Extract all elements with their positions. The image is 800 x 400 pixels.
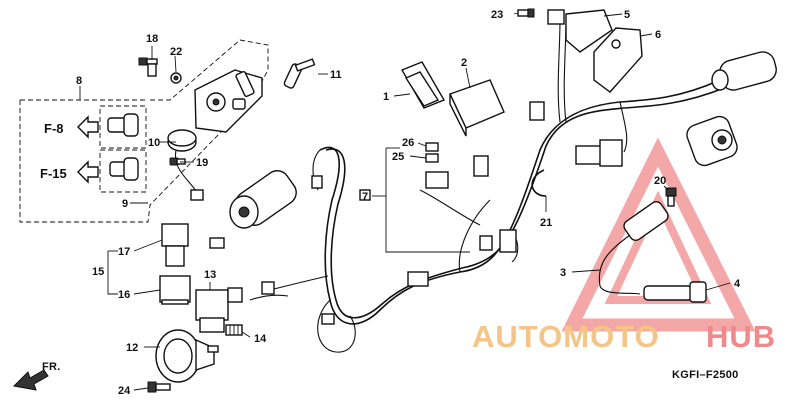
callout-22: 22	[170, 46, 182, 58]
spark-plug-lead-3-icon	[598, 201, 669, 295]
ignition-switch-body-icon	[194, 69, 263, 133]
reference-f15[interactable]: F-15	[40, 166, 67, 181]
callout-15: 15	[92, 266, 104, 278]
callout-14: 14	[254, 333, 267, 345]
callout-13: 13	[204, 269, 216, 281]
relay-17-icon	[161, 223, 189, 267]
relay-16-icon	[159, 275, 191, 305]
callout-2: 2	[461, 57, 467, 69]
connector-14-icon	[225, 324, 243, 336]
screw-20-icon	[665, 187, 677, 207]
clamp-21-icon	[531, 169, 547, 197]
fuse-box-1-icon	[400, 61, 446, 109]
watermark-text-hub: HUB	[706, 319, 776, 354]
callout-8: 8	[76, 75, 82, 87]
regulator-5-icon	[565, 9, 613, 53]
bolt-23-icon	[517, 8, 535, 18]
screw-19-icon	[169, 157, 186, 166]
socket-connector-icon	[686, 115, 738, 167]
callout-3: 3	[560, 267, 566, 279]
washer-22-icon	[170, 72, 182, 84]
reference-f8[interactable]: F-8	[44, 121, 64, 136]
callout-7: 7	[362, 191, 368, 203]
relay-box-2-icon	[449, 79, 505, 137]
bolt-24-icon	[147, 381, 171, 393]
clip-26-icon	[425, 142, 439, 152]
callout-11: 11	[330, 69, 342, 81]
watermark-text-automoto: AUTOMOTO	[472, 319, 660, 354]
callout-23: 23	[491, 9, 503, 21]
drawing-code: KGFI–F2500	[672, 369, 739, 381]
callout-21: 21	[540, 217, 552, 229]
callout-20: 20	[654, 175, 666, 187]
coil-center-icon	[209, 170, 297, 249]
clip-25-icon	[425, 153, 439, 163]
bracket-6-icon	[593, 27, 643, 93]
callout-9: 9	[122, 198, 128, 210]
callout-24: 24	[118, 385, 131, 397]
callout-16: 16	[118, 289, 130, 301]
plug-cap-4-icon	[643, 281, 707, 303]
callout-5: 5	[624, 9, 630, 21]
front-direction-arrow-icon	[12, 369, 49, 391]
arrow-f15-icon	[77, 160, 99, 184]
key-11-icon	[283, 58, 316, 89]
callout-25: 25	[392, 151, 404, 163]
horn-12-icon	[155, 329, 219, 383]
callout-18: 18	[146, 33, 158, 45]
callout-6: 6	[655, 29, 661, 41]
callout-17: 17	[118, 246, 130, 258]
callout-10: 10	[148, 137, 160, 149]
direction-label: FR.	[42, 361, 61, 373]
main-wire-harness	[249, 19, 725, 353]
relay-13-icon	[195, 289, 229, 333]
callout-12: 12	[126, 342, 138, 354]
callout-19: 19	[196, 157, 208, 169]
harness-connector-icons	[227, 9, 623, 325]
callout-4: 4	[734, 278, 741, 290]
callout-26: 26	[402, 137, 414, 149]
key-cylinder-icon	[107, 113, 139, 137]
ignition-coil-top-icon	[711, 51, 777, 91]
ignition-switch-group-outline	[19, 39, 269, 223]
arrow-f8-icon	[77, 115, 99, 139]
leader-lines	[79, 12, 731, 391]
callout-1: 1	[383, 91, 389, 103]
key-cylinder-alt-icon	[109, 157, 139, 181]
bolt-18-icon	[138, 57, 158, 77]
